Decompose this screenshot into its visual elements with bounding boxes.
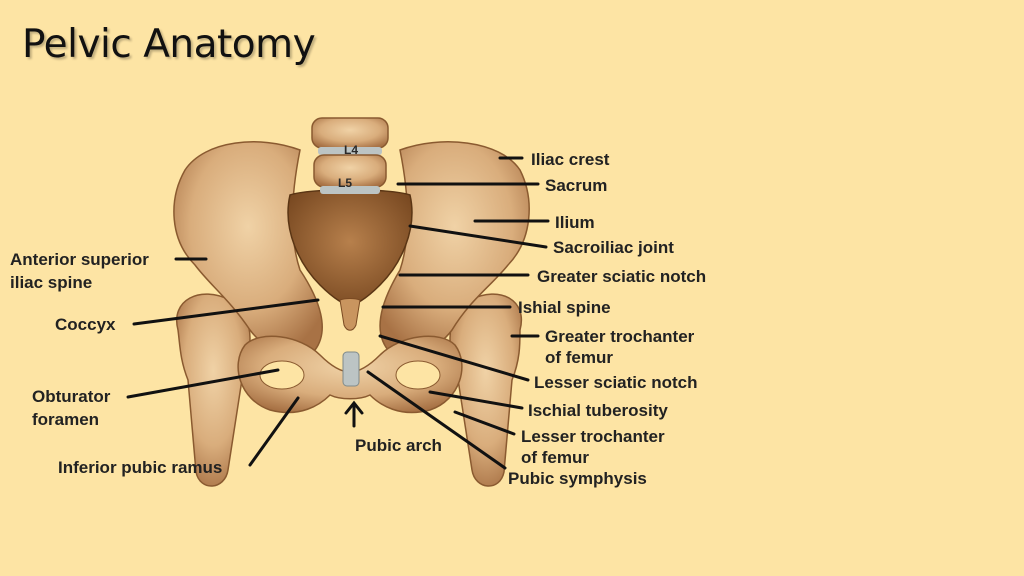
- left-obturator-hole: [260, 361, 304, 389]
- label-lesser-trochanter-line2: of femur: [521, 448, 589, 467]
- l4-label: L4: [344, 143, 358, 157]
- label-greater-trochanter-line1: Greater trochanter: [545, 327, 695, 346]
- label-lesser-sciatic-notch: Lesser sciatic notch: [534, 373, 697, 392]
- coccyx-shape: [340, 299, 360, 331]
- label-anterior-superior-iliac-spine-line2: iliac spine: [10, 273, 92, 292]
- label-coccyx: Coccyx: [55, 315, 116, 334]
- label-greater-sciatic-notch: Greater sciatic notch: [537, 267, 706, 286]
- label-pubic-symphysis: Pubic symphysis: [508, 469, 647, 488]
- right-obturator-hole: [396, 361, 440, 389]
- label-anterior-superior-iliac-spine-line1: Anterior superior: [10, 250, 149, 269]
- label-ishial-spine: Ishial spine: [518, 298, 611, 317]
- label-ischial-tuberosity: Ischial tuberosity: [528, 401, 668, 420]
- pubic-symphysis-shape: [343, 352, 359, 386]
- label-greater-trochanter-line2: of femur: [545, 348, 613, 367]
- label-sacroiliac-joint: Sacroiliac joint: [553, 238, 674, 257]
- label-iliac-crest: Iliac crest: [531, 150, 610, 169]
- l5-label: L5: [338, 176, 352, 190]
- label-obturator-foramen-line1: Obturator: [32, 387, 111, 406]
- label-ilium: Ilium: [555, 213, 595, 232]
- pelvis-illustration: [174, 118, 529, 486]
- label-pubic-arch: Pubic arch: [355, 436, 442, 455]
- label-obturator-foramen-line2: foramen: [32, 410, 99, 429]
- right-femur-shape: [450, 294, 521, 486]
- label-sacrum: Sacrum: [545, 176, 607, 195]
- label-lesser-trochanter-line1: Lesser trochanter: [521, 427, 665, 446]
- label-inferior-pubic-ramus: Inferior pubic ramus: [58, 458, 222, 477]
